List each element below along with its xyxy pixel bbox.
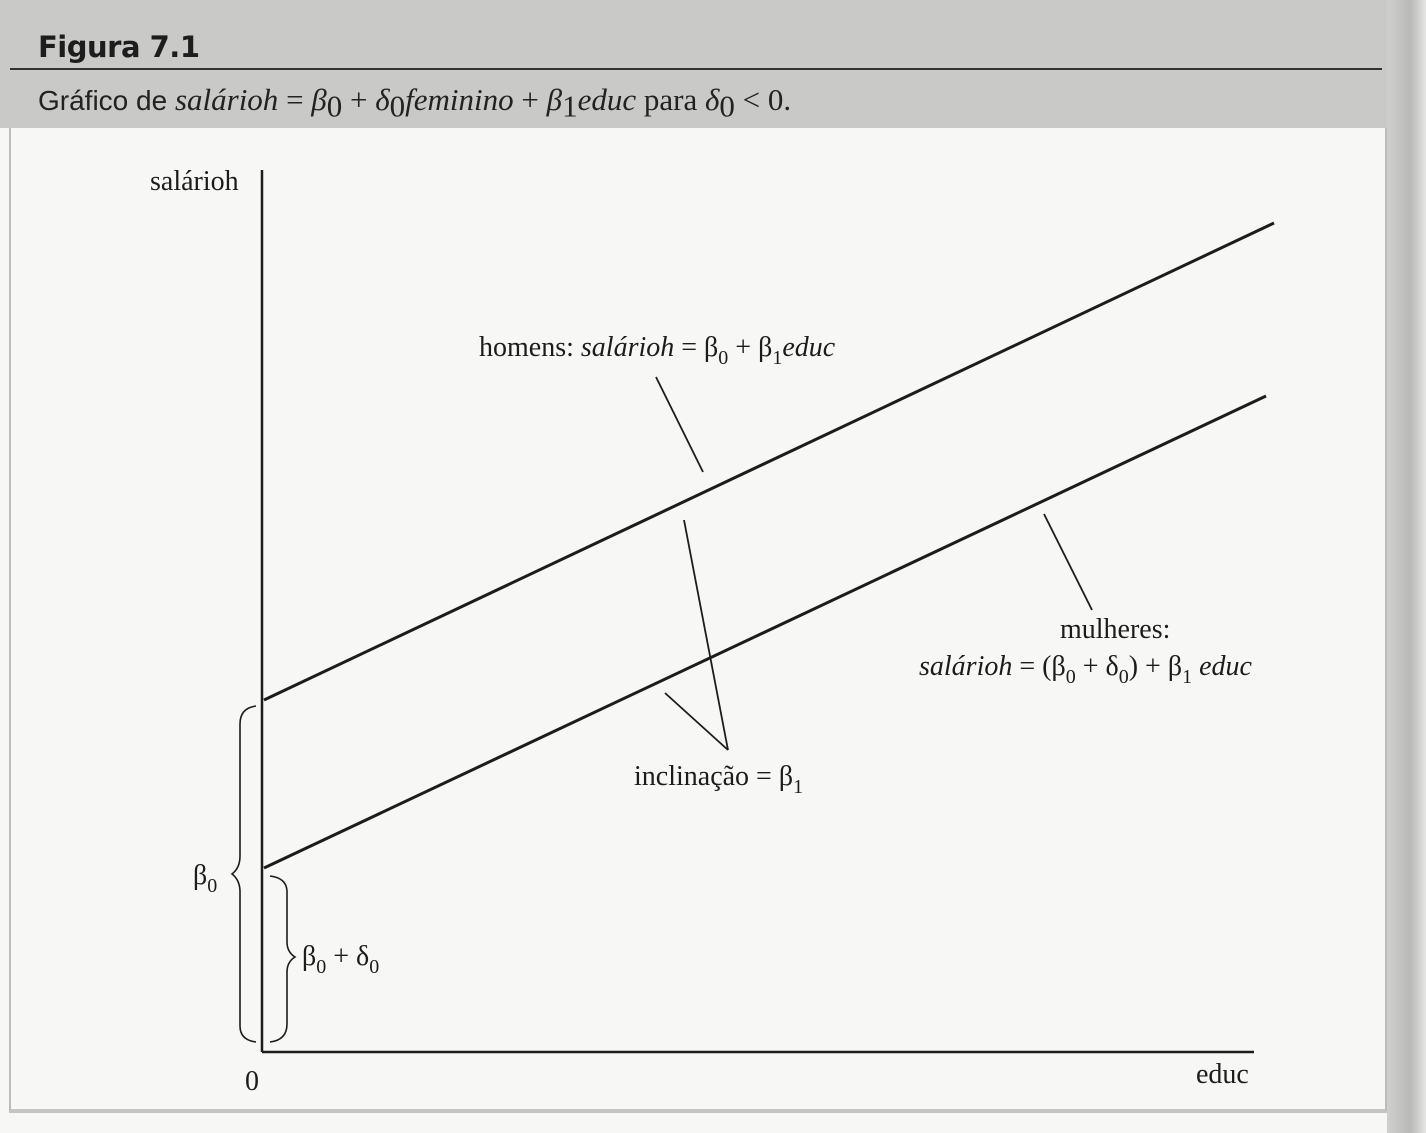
women-label-term: educ bbox=[1192, 651, 1252, 682]
caption-d0: δ bbox=[375, 82, 390, 117]
slope-leader-upper bbox=[683, 519, 729, 751]
men-label-sub1: 1 bbox=[772, 347, 782, 369]
men-label-rhs: = β bbox=[674, 332, 718, 363]
caption-d0b-sub: 0 bbox=[719, 88, 735, 124]
women-label-sub0: 0 bbox=[1066, 666, 1076, 688]
caption-plus1: + bbox=[342, 82, 376, 117]
beta0-delta0-label: β0 + δ0 bbox=[302, 941, 379, 978]
women-label-end: ) + β bbox=[1129, 651, 1182, 682]
beta0-delta0-brace bbox=[269, 875, 297, 1043]
caption-term1: feminino bbox=[405, 82, 514, 117]
y-axis-label: salárioh bbox=[150, 166, 239, 197]
bd-label-mid: + δ bbox=[326, 941, 369, 972]
slope-label: inclinação = β1 bbox=[634, 761, 803, 798]
men-label-term: educ bbox=[782, 332, 835, 363]
women-label-rhs: = (β bbox=[1012, 651, 1065, 682]
figure-header bbox=[0, 0, 1426, 128]
figure-caption: Gráfico de salárioh = β0 + δ0feminino + … bbox=[38, 82, 791, 125]
x-axis-label: educ bbox=[1196, 1059, 1249, 1090]
slope-leader-lower bbox=[664, 692, 729, 751]
men-label-sub0: 0 bbox=[718, 347, 728, 369]
women-label-subd: 0 bbox=[1119, 666, 1129, 688]
women-label-mid: + δ bbox=[1076, 651, 1119, 682]
caption-lhs: salárioh bbox=[174, 82, 279, 117]
slope-label-text: inclinação = β bbox=[634, 761, 793, 792]
header-rule bbox=[10, 68, 1382, 70]
caption-cond: < 0. bbox=[734, 82, 792, 117]
men-label: homens: salárioh = β0 + β1educ bbox=[479, 332, 836, 369]
figure-frame bbox=[9, 128, 1387, 1113]
origin-label: 0 bbox=[245, 1066, 259, 1097]
caption-d0-sub: 0 bbox=[389, 88, 406, 124]
beta0-brace bbox=[230, 705, 257, 1043]
caption-d0b: δ bbox=[704, 82, 720, 117]
caption-term2: educ bbox=[577, 82, 637, 117]
page-edge bbox=[1387, 0, 1426, 1133]
women-label-sub1: 1 bbox=[1182, 666, 1192, 688]
slope-label-sub: 1 bbox=[793, 776, 803, 798]
men-label-mid: + β bbox=[728, 332, 772, 363]
bd-label-sym: β bbox=[302, 941, 316, 972]
men-label-prefix: homens: bbox=[479, 332, 581, 363]
men-line bbox=[263, 221, 1275, 702]
caption-prefix: Gráfico de bbox=[38, 85, 175, 116]
beta0-label-sub: 0 bbox=[207, 875, 217, 897]
beta0-label-sym: β bbox=[193, 860, 207, 891]
caption-plus2: + bbox=[513, 82, 547, 117]
women-line bbox=[263, 394, 1267, 870]
women-leader-line bbox=[1043, 513, 1093, 611]
women-label-line2: salárioh = (β0 + δ0) + β1 educ bbox=[919, 651, 1253, 688]
caption-b1-sub: 1 bbox=[562, 88, 578, 124]
women-label-lhs: salárioh bbox=[919, 651, 1012, 682]
beta0-label: β0 bbox=[193, 860, 217, 897]
figure-label: Figura 7.1 bbox=[38, 30, 200, 64]
women-label-line1: mulheres: bbox=[1060, 614, 1170, 645]
caption-b1: β bbox=[546, 82, 563, 117]
caption-para: para bbox=[636, 82, 705, 117]
men-leader-line bbox=[655, 376, 704, 473]
caption-b0: β bbox=[311, 82, 327, 117]
bd-label-subd: 0 bbox=[369, 956, 379, 978]
men-label-lhs: salárioh bbox=[581, 332, 674, 363]
caption-b0-sub: 0 bbox=[326, 88, 343, 124]
caption-eq: = bbox=[278, 82, 312, 117]
bd-label-sub0: 0 bbox=[316, 956, 326, 978]
